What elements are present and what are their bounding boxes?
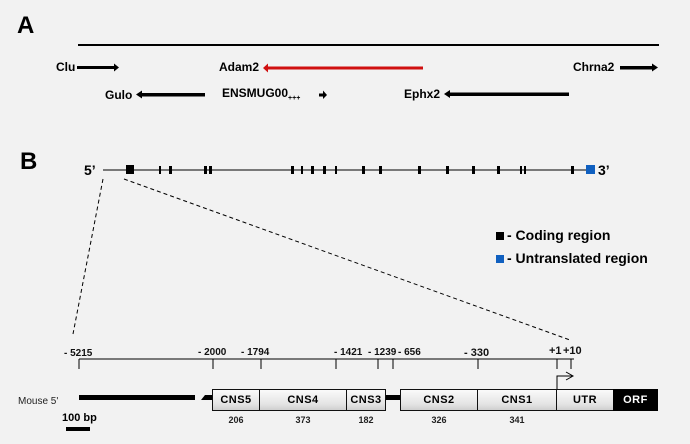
position-label: - 5215 xyxy=(64,348,93,359)
zoom-line-right xyxy=(123,178,571,341)
position-label: - 1794 xyxy=(241,347,270,358)
position-label: +10 xyxy=(563,345,582,357)
ephx2-arrow xyxy=(444,90,569,98)
exon-marks xyxy=(126,165,574,174)
length-label: 206 xyxy=(228,415,244,425)
three-prime-label: 3’ xyxy=(598,162,610,178)
element-cns2: CNS2 xyxy=(400,389,478,411)
position-ticks xyxy=(78,359,572,369)
coding-exon xyxy=(159,166,161,174)
legend-utr-swatch xyxy=(496,255,504,263)
length-label: 341 xyxy=(509,415,525,425)
coding-exon xyxy=(335,166,337,174)
promoter-line xyxy=(79,395,195,400)
promoter-line-break xyxy=(201,395,212,400)
zoom-line-left xyxy=(72,178,104,335)
ensmug-suffix: +++ xyxy=(288,95,301,102)
ensmug-arrow xyxy=(319,90,327,99)
gulo-arrow xyxy=(136,90,205,99)
length-label: 373 xyxy=(295,415,311,425)
gene-label-adam2: Adam2 xyxy=(219,60,260,74)
element-cns3: CNS3 xyxy=(346,389,386,411)
coding-exon xyxy=(301,166,303,174)
coding-exon xyxy=(472,166,475,174)
coding-exon xyxy=(418,166,421,174)
position-label: - 656 xyxy=(398,347,421,358)
coding-exon xyxy=(291,166,294,174)
coding-exon xyxy=(204,166,207,174)
legend-coding-swatch xyxy=(496,232,504,240)
scale-label: 100 bp xyxy=(62,412,97,424)
tss-arrow xyxy=(556,371,575,389)
position-label: - 330 xyxy=(464,347,490,359)
ensmug-name: ENSMUG00 xyxy=(222,86,289,100)
legend-coding-label: - Coding region xyxy=(507,227,611,243)
position-label: - 1421 xyxy=(334,347,363,358)
coding-exon xyxy=(379,166,382,174)
coding-exon xyxy=(209,166,212,174)
scale-bar xyxy=(66,427,90,431)
coding-exon xyxy=(497,166,500,174)
position-label: - 2000 xyxy=(198,347,227,358)
coding-exon xyxy=(311,166,314,174)
panel-a-label: A xyxy=(17,12,35,39)
length-label: 326 xyxy=(431,415,447,425)
position-label: - 1239 xyxy=(368,347,397,358)
coding-exon xyxy=(323,166,326,174)
coding-exon xyxy=(446,166,449,174)
coding-exon xyxy=(520,166,522,174)
coding-exon xyxy=(362,166,365,174)
panel-b-label: B xyxy=(20,148,38,175)
length-label: 182 xyxy=(358,415,374,425)
element-utr: UTR xyxy=(556,389,614,411)
element-cns5: CNS5 xyxy=(212,389,260,411)
position-label: +1 xyxy=(549,345,562,357)
species-label: Mouse 5' xyxy=(18,396,59,407)
gene-label-clu: Clu xyxy=(56,60,76,74)
gene-label-chrna2: Chrna2 xyxy=(573,60,615,74)
gene-label-gulo: Gulo xyxy=(105,88,133,102)
element-cns1: CNS1 xyxy=(477,389,557,411)
cns3-cns2-spacer xyxy=(374,395,402,400)
gene-label-ensmug: ENSMUG00+++ xyxy=(222,86,300,102)
coding-exon xyxy=(524,166,526,174)
utr-exon xyxy=(586,165,595,174)
chrna2-arrow xyxy=(620,63,658,72)
five-prime-label: 5’ xyxy=(84,162,96,178)
coding-exon xyxy=(169,166,172,174)
element-orf: ORF xyxy=(613,389,658,411)
coding-exon xyxy=(126,165,134,174)
coding-exon xyxy=(571,166,574,174)
gene-label-ephx2: Ephx2 xyxy=(404,87,441,101)
adam2-arrow xyxy=(263,63,423,73)
clu-arrow xyxy=(77,63,119,72)
element-cns4: CNS4 xyxy=(259,389,347,411)
legend-utr-label: - Untranslated region xyxy=(507,250,648,266)
